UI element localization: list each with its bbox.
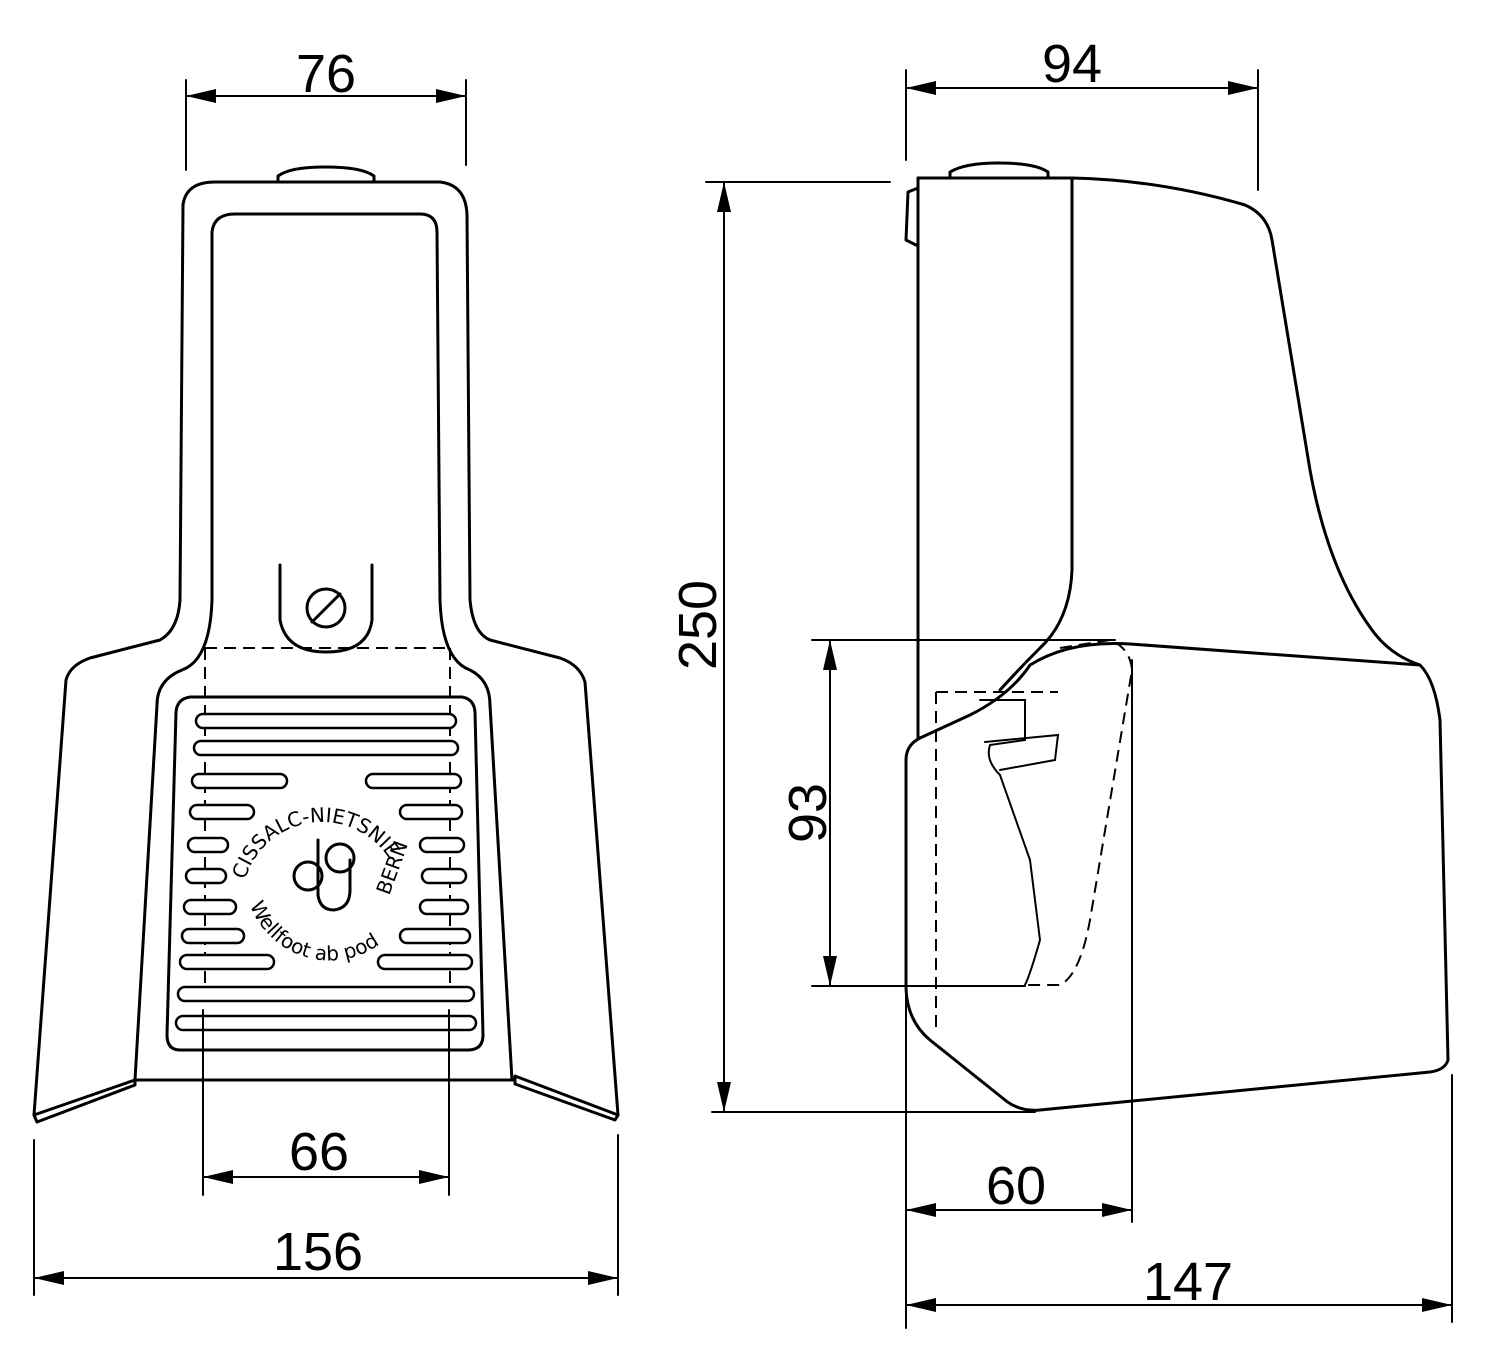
dim-side-tread-depth: 60 xyxy=(905,659,1133,1329)
front-base-left-flange xyxy=(32,1078,137,1124)
front-inner-channel xyxy=(210,212,514,1082)
side-front-bump xyxy=(904,186,920,248)
front-tread-plate xyxy=(165,695,485,1052)
side-top-cap xyxy=(948,161,1050,180)
dim-side-top-depth-label: 94 xyxy=(1042,34,1102,94)
dim-side-tread-height-label: 93 xyxy=(778,783,838,843)
dim-side-tread-depth-label: 60 xyxy=(986,1156,1046,1216)
front-bolt-tab xyxy=(278,563,374,654)
side-rear-column-edge xyxy=(998,176,1074,692)
dim-side-base-depth: 147 xyxy=(905,1074,1453,1323)
dim-front-tread-width: 66 xyxy=(202,1009,450,1196)
front-base-right-flange xyxy=(513,1074,620,1122)
dim-front-top-width-label: 76 xyxy=(296,44,356,104)
logo-mark-u xyxy=(316,838,352,912)
side-view: 94 250 93 60 xyxy=(668,34,1453,1329)
dim-side-height-label: 250 xyxy=(668,580,728,670)
side-hidden-tread xyxy=(935,638,1134,1030)
dim-front-base-width-label: 156 xyxy=(273,1222,363,1282)
dim-side-top-depth: 94 xyxy=(905,34,1259,191)
dim-front-tread-width-label: 66 xyxy=(289,1122,349,1182)
side-tread-pedal xyxy=(979,699,1060,986)
dim-front-top-width: 76 xyxy=(185,44,467,171)
front-top-cap xyxy=(276,165,376,184)
front-bolt-slot xyxy=(310,592,342,624)
dim-side-base-depth-label: 147 xyxy=(1143,1252,1233,1312)
front-logo: CISSALC-NIETSNIE BERN Wellfoot ab pod xyxy=(227,803,413,966)
dim-side-height: 250 xyxy=(668,181,1036,1113)
dim-front-base-width: 156 xyxy=(33,1134,619,1296)
side-housing-outline xyxy=(904,176,1450,1112)
front-view: CISSALC-NIETSNIE BERN Wellfoot ab pod 76… xyxy=(32,44,620,1296)
front-inner-channel-left xyxy=(133,598,214,1082)
logo-mark-left xyxy=(292,860,324,892)
dim-side-tread-height: 93 xyxy=(778,639,1116,987)
front-tread-slots xyxy=(174,712,478,1032)
front-bolt xyxy=(305,587,347,629)
logo-mark-right xyxy=(324,842,356,874)
